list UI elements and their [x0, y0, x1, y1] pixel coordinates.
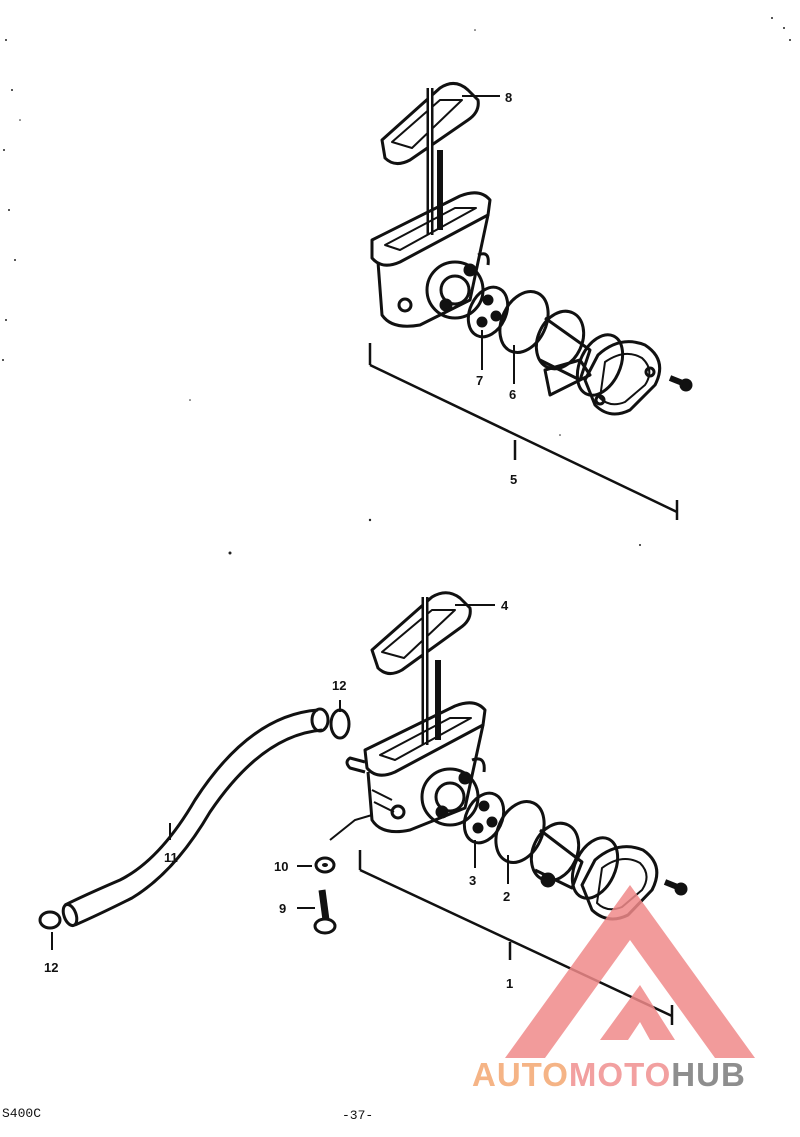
screw-lower: [663, 879, 688, 896]
lever-plate-4: [370, 591, 472, 675]
leader-lines-upper: [462, 95, 515, 384]
assembly-bracket-1: [358, 850, 674, 1025]
screw-upper: [668, 375, 693, 392]
fuel-hose-11: [61, 707, 330, 928]
watermark-brand: AUTOMOTOHUB: [472, 1056, 746, 1094]
callout-11: 11: [164, 850, 178, 865]
lower-fuel-cock-assembly: [345, 591, 688, 921]
o-ring-2: [494, 800, 546, 864]
scan-noise: [2, 17, 791, 555]
watermark-hub: HUB: [671, 1056, 746, 1093]
callout-labels: 8 7 6 5 4 12 11 10 9 3 2 1 12: [44, 90, 517, 991]
cover-plate-lower: [580, 845, 659, 921]
callout-3: 3: [469, 873, 476, 888]
cover-plate-upper: [583, 340, 662, 416]
model-code: S400C: [2, 1106, 42, 1121]
assembly-bracket-5: [368, 343, 679, 520]
callout-8: 8: [505, 90, 512, 105]
hose-clamp-12a: [329, 708, 351, 740]
filter-bowl-lower: [529, 821, 584, 890]
filter-bowl-upper: [534, 309, 592, 397]
callout-9: 9: [279, 901, 286, 916]
lever-plate-8: [380, 82, 480, 165]
hose-clamp-12b: [38, 910, 62, 930]
callout-7: 7: [476, 373, 483, 388]
watermark-moto: MOTO: [568, 1056, 672, 1093]
page-number: -37-: [342, 1108, 374, 1123]
valve-disc-7: [466, 285, 510, 339]
callout-1: 1: [506, 976, 513, 991]
leader-lines-lower: [51, 604, 509, 950]
bolt-9: [313, 889, 337, 935]
callout-6: 6: [509, 387, 516, 402]
washer-10: [314, 856, 336, 874]
callout-5: 5: [510, 472, 517, 487]
callout-4: 4: [501, 598, 509, 613]
cock-body-lower: [345, 701, 487, 834]
callout-10: 10: [274, 859, 288, 874]
watermark-logo: [505, 885, 755, 1058]
callout-2: 2: [503, 889, 510, 904]
upper-fuel-cock-assembly: [370, 82, 693, 416]
o-ring-6: [498, 290, 550, 354]
callout-12-bottom: 12: [44, 960, 58, 975]
watermark-auto: AUTO: [472, 1056, 569, 1093]
callout-12-top: 12: [332, 678, 346, 693]
